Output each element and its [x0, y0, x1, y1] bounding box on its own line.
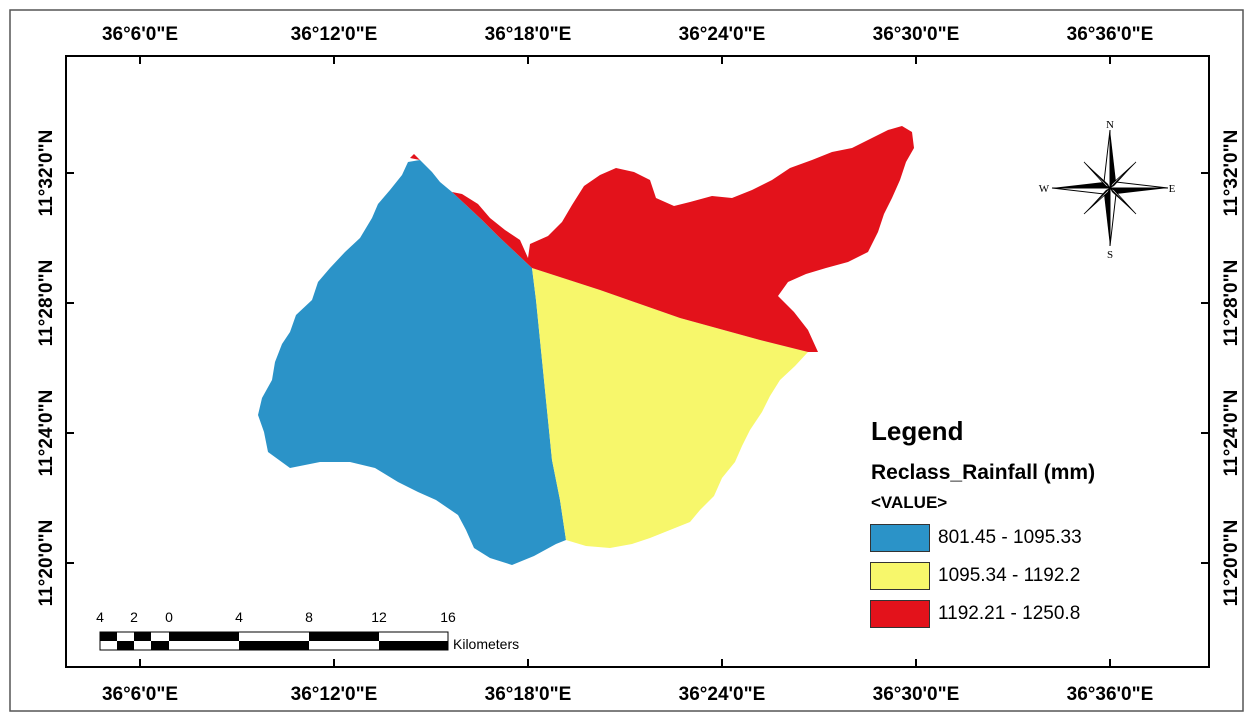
north-label: N [1106, 119, 1114, 131]
zone-low-rainfall [258, 160, 566, 565]
scale-label-3: 0 [165, 609, 173, 625]
scale-label-7: 16 [440, 609, 456, 625]
lon-label-bottom-3: 36°18'0"E [485, 684, 572, 705]
scale-label-2: 2 [130, 609, 138, 625]
lat-label-left-3: 11°24'0"N [36, 390, 57, 477]
lon-label-top-2: 36°12'0"E [291, 24, 378, 45]
scale-label-1: 4 [96, 609, 104, 625]
legend-item: 1095.34 - 1192.2 [870, 561, 1200, 591]
lon-label-bottom-5: 36°30'0"E [873, 684, 960, 705]
south-label: S [1107, 249, 1113, 261]
lon-label-top-5: 36°30'0"E [873, 24, 960, 45]
lat-label-right-2: 11°28'0"N [1221, 260, 1242, 347]
lat-label-right-4: 11°20'0"N [1221, 520, 1242, 607]
lon-label-top-4: 36°24'0"E [679, 24, 766, 45]
lon-label-bottom-1: 36°6'0"E [102, 684, 178, 705]
zone-medium-rainfall [532, 268, 808, 548]
lat-label-right-1: 11°32'0"N [1221, 130, 1242, 217]
lon-label-bottom-4: 36°24'0"E [679, 684, 766, 705]
legend-swatch [870, 600, 930, 628]
legend-field-name: <VALUE> [871, 493, 948, 512]
lon-label-top-6: 36°36'0"E [1067, 24, 1154, 45]
zone-high-rainfall [410, 126, 914, 352]
legend: Legend Reclass_Rainfall (mm) <VALUE> 801… [870, 416, 1200, 637]
scale-label-6: 12 [371, 609, 387, 625]
scale-bar: 4 2 0 4 8 12 16 Kilometers [96, 609, 519, 652]
lon-label-bottom-2: 36°12'0"E [291, 684, 378, 705]
scale-label-4: 4 [235, 609, 243, 625]
lon-label-bottom-6: 36°36'0"E [1067, 684, 1154, 705]
east-label: E [1169, 183, 1176, 195]
legend-item: 801.45 - 1095.33 [870, 523, 1200, 553]
legend-item: 1192.21 - 1250.8 [870, 599, 1200, 629]
west-label: W [1039, 183, 1050, 195]
map-frame [65, 55, 1210, 668]
legend-item-label: 801.45 - 1095.33 [938, 527, 1082, 548]
legend-item-label: 1095.34 - 1192.2 [938, 565, 1081, 586]
legend-swatch [870, 562, 930, 590]
lat-label-right-3: 11°24'0"N [1221, 390, 1242, 477]
legend-title: Legend [871, 416, 964, 446]
lat-label-left-1: 11°32'0"N [36, 130, 57, 217]
rainfall-zones [258, 126, 914, 565]
legend-item-label: 1192.21 - 1250.8 [938, 603, 1081, 624]
lat-label-left-2: 11°28'0"N [36, 260, 57, 347]
north-arrow [1051, 129, 1169, 247]
scale-unit: Kilometers [453, 636, 519, 652]
lon-label-top-3: 36°18'0"E [485, 24, 572, 45]
scale-label-5: 8 [305, 609, 313, 625]
legend-layer-name: Reclass_Rainfall (mm) [871, 461, 1096, 484]
outer-frame [9, 9, 1244, 712]
lat-label-left-4: 11°20'0"N [36, 520, 57, 607]
lon-label-top-1: 36°6'0"E [102, 24, 178, 45]
graticule-ticks [66, 56, 1209, 667]
legend-swatch [870, 524, 930, 552]
